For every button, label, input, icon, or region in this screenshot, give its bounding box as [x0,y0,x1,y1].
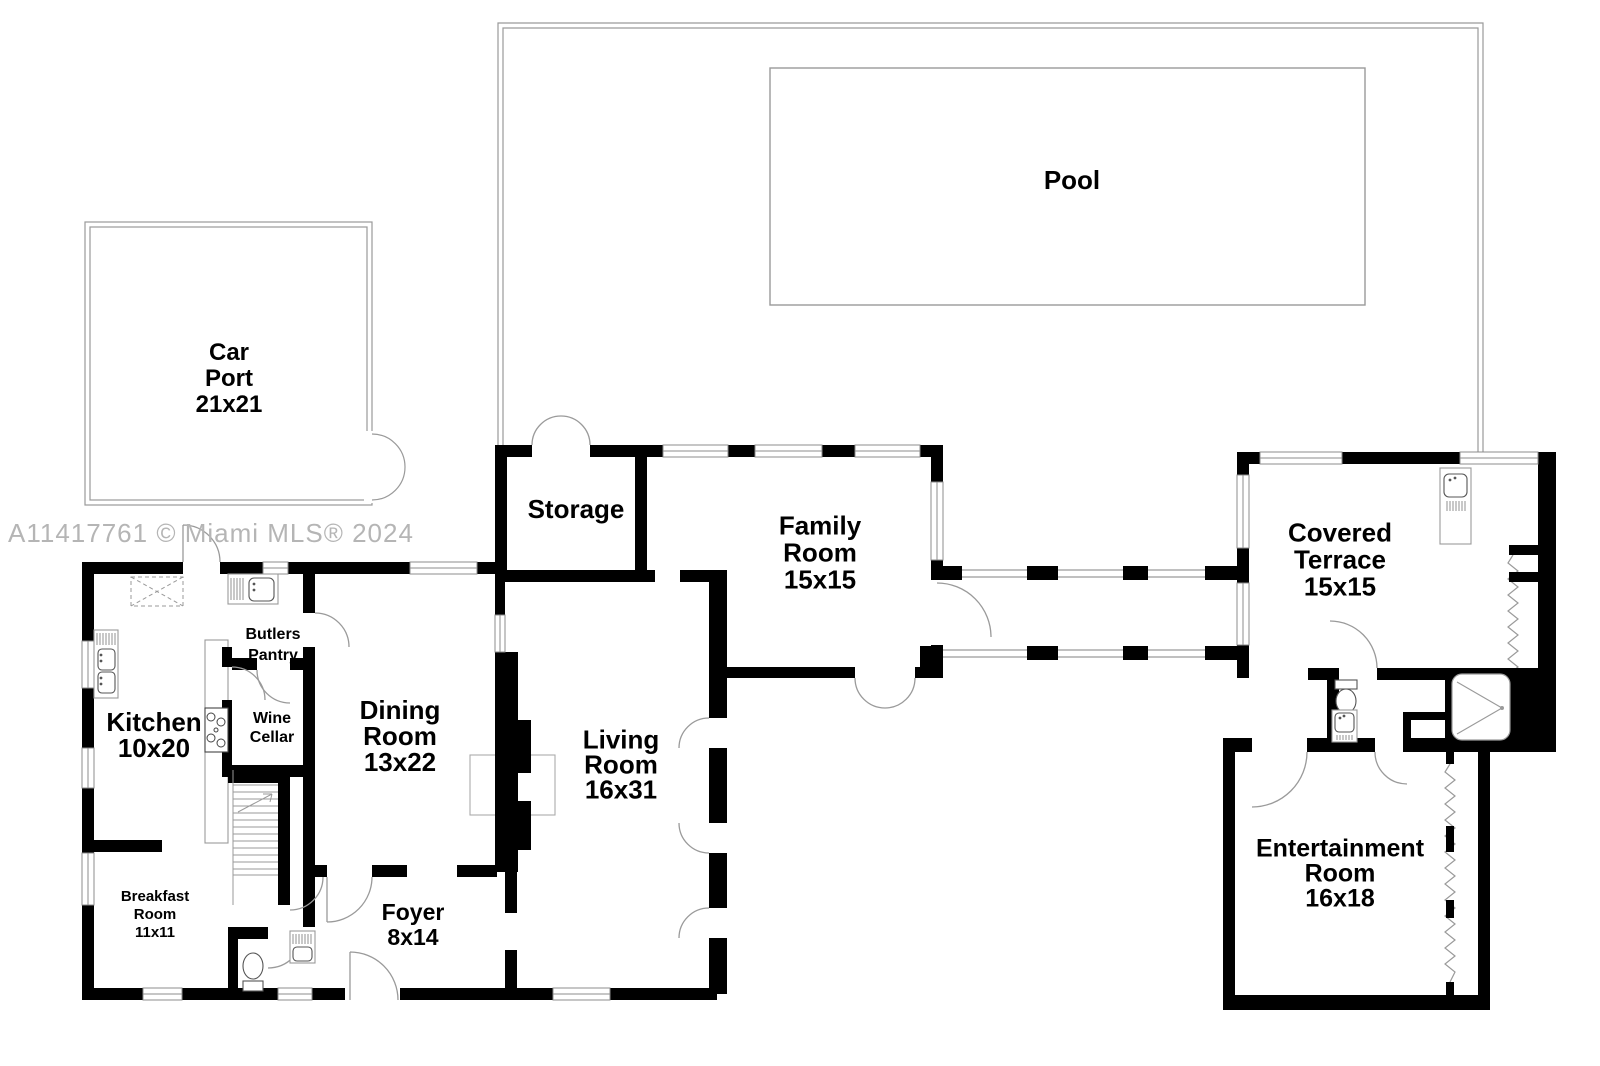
pool-deck-outline [497,22,1484,452]
room-label-line: Living [582,724,660,755]
room-label-line: Dining [359,695,441,725]
room-label-line: 15x15 [783,564,857,595]
shower-icon [1451,673,1511,741]
room-label-line: Breakfast [120,888,190,905]
room-label-line: Foyer [381,899,445,925]
room-label-line: Covered [1287,517,1393,548]
car-port-outline [84,221,373,506]
room-label-line: Storage [527,494,625,524]
bath-sink-icon [1331,709,1358,743]
room-label-line: Room [133,906,177,923]
room-label-line: Terrace [1293,544,1387,575]
room-label-pool: Pool [1044,166,1100,194]
bar-sink-icon [1443,473,1468,511]
room-label-line: Room [1304,859,1376,888]
staircase-icon [232,770,278,905]
room-label-line: 16x31 [584,774,658,805]
room-label-family-room: Family Room 15x15 [778,510,862,595]
room-label-line: 11x11 [134,924,176,941]
room-label-line: Kitchen [106,707,202,737]
room-label-living-room: Living Room 16x31 [582,724,660,805]
stove-icon [204,707,229,753]
room-label-line: Entertainment [1255,834,1425,863]
room-label-kitchen: Kitchen 10x20 [106,709,201,761]
room-label-car-port: Car Port 21x21 [196,340,263,418]
watermark-text: A11417761 © Miami MLS® 2024 [8,518,414,548]
room-label-line: Port [205,365,253,392]
powder-toilet-icon [242,952,264,992]
room-label-dining-room: Dining Room 13x22 [360,697,441,775]
powder-sink-icon [289,930,316,964]
pantry-sink-icon [227,573,279,605]
room-label-line: Pantry [248,647,298,664]
room-label-covered-terrace: Covered Terrace 15x15 [1287,517,1393,602]
pool-outline [769,67,1366,306]
room-label-line: Cellar [249,729,295,746]
room-label-line: 10x20 [117,733,191,763]
room-label-line: Butlers [245,626,301,643]
room-label-line: 13x22 [363,747,437,777]
room-label-line: Car [208,339,250,366]
room-label-entertainment-room: Entertainment Room 16x18 [1255,834,1425,913]
room-label-line: Family [778,510,862,541]
room-label-wine-cellar: Wine Cellar [250,709,294,747]
room-label-line: Room [584,749,658,780]
room-label-line: Room [783,537,857,568]
room-label-line: Wine [252,710,292,727]
dashed-ceiling-box [130,576,184,607]
door-arcs [182,415,1408,1001]
kitchen-double-sink-icon [93,629,119,699]
room-label-storage: Storage [528,495,625,523]
room-label-line: 16x18 [1305,884,1375,913]
room-label-butlers-pantry: Butlers Pantry [245,624,300,666]
room-label-foyer: Foyer 8x14 [382,900,445,950]
room-label-breakfast-room: Breakfast Room 11x11 [121,888,189,942]
bath-toilet-icon [1334,679,1358,714]
colonnade-rails [943,569,1237,658]
car-port-door [364,431,406,503]
windows [81,444,1539,1001]
room-label-line: 8x14 [387,924,439,950]
room-label-line: 15x15 [1303,571,1377,602]
room-label-line: 21x21 [195,391,263,418]
room-label-line: Room [363,721,437,751]
walls [82,445,1556,1010]
room-label-line: Pool [1043,165,1101,195]
